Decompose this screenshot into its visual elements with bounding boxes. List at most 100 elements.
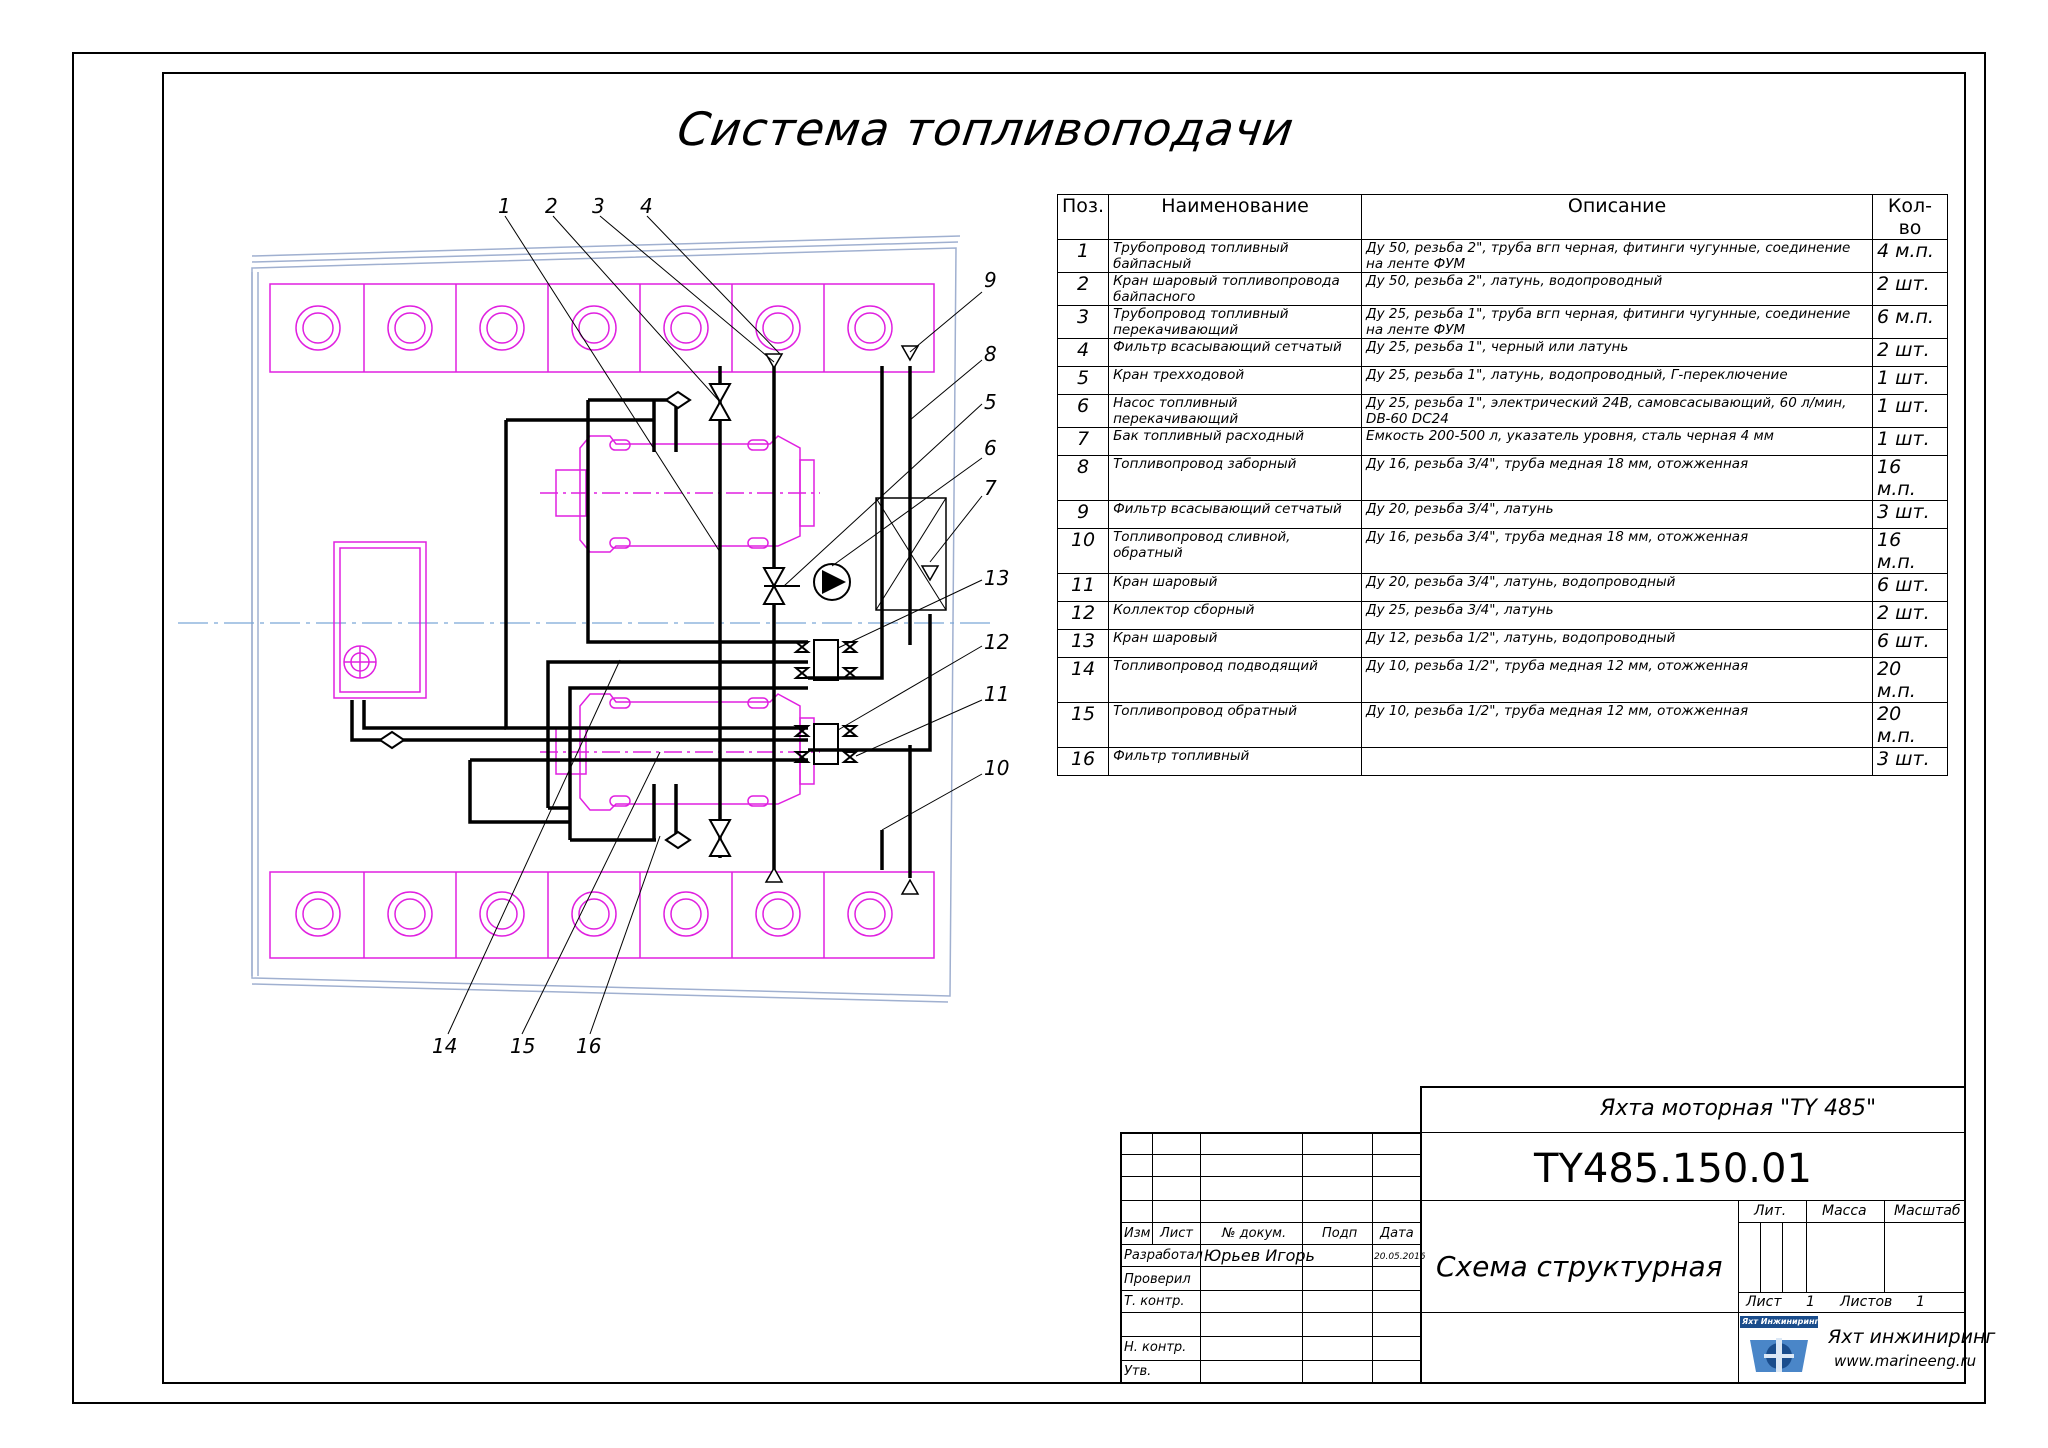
col-izm: Изм <box>1124 1226 1151 1241</box>
cell-desc: Ду 20, резьба 3/4", латунь, водопроводны… <box>1361 573 1873 602</box>
cell-name: Насос топливный перекачивающий <box>1108 394 1363 428</box>
cell-qty: 2 шт. <box>1871 338 1949 367</box>
role-checked: Проверил <box>1124 1272 1191 1287</box>
cell-name: Кран шаровый топливопровода байпасного <box>1108 272 1363 306</box>
cell-pos: 2 <box>1056 272 1110 306</box>
callout-6: 6 <box>984 436 997 460</box>
callout-9: 9 <box>984 268 997 292</box>
cell-name: Бак топливный расходный <box>1108 427 1363 456</box>
cell-qty: 2 шт. <box>1871 272 1949 306</box>
header-pos: Поз. <box>1056 194 1110 240</box>
cell-qty: 4 м.п. <box>1871 239 1949 273</box>
sheets-value: 1 <box>1916 1294 1925 1310</box>
cell-qty: 20 м.п. <box>1871 657 1949 703</box>
cell-qty: 16 м.п. <box>1871 455 1949 501</box>
cell-name: Кран шаровый <box>1108 629 1363 658</box>
developer-name: Юрьев Игорь <box>1204 1246 1315 1265</box>
collector-bottom <box>793 723 859 765</box>
document-code: TY485.150.01 <box>1534 1146 1812 1192</box>
callout-7: 7 <box>984 476 997 500</box>
cell-qty: 1 шт. <box>1871 394 1949 428</box>
role-ncontrol: Н. контр. <box>1124 1340 1187 1355</box>
cell-name: Кран шаровый <box>1108 573 1363 602</box>
mass-label: Масса <box>1822 1203 1867 1219</box>
logo-caption: Яхт Инжиниринг <box>1742 1317 1819 1326</box>
top-battery-row <box>269 283 935 373</box>
hull-outline <box>251 235 961 1003</box>
callout-2: 2 <box>545 194 558 218</box>
role-developer: Разработал <box>1124 1248 1203 1263</box>
cell-pos: 7 <box>1056 427 1110 456</box>
cell-qty: 16 м.п. <box>1871 528 1949 574</box>
cell-desc: Ду 12, резьба 1/2", латунь, водопроводны… <box>1361 629 1873 658</box>
cell-desc <box>1361 747 1873 776</box>
callout-10: 10 <box>984 756 1010 780</box>
cell-desc: Ду 25, резьба 1", латунь, водопроводный,… <box>1361 366 1873 395</box>
callout-8: 8 <box>984 342 997 366</box>
collector-top <box>793 639 859 681</box>
company-name: Яхт инжиниринг <box>1828 1326 1996 1348</box>
fuel-filters <box>378 390 692 850</box>
document-name: Схема структурная <box>1436 1250 1723 1283</box>
cell-name: Топливопровод заборный <box>1108 455 1363 501</box>
role-tcontrol: Т. контр. <box>1124 1294 1185 1309</box>
cell-desc: Ду 25, резьба 1", электрический 24В, сам… <box>1361 394 1873 428</box>
sheet-label: Лист <box>1746 1294 1782 1310</box>
callout-3: 3 <box>592 194 605 218</box>
cell-name: Трубопровод топливный перекачивающий <box>1108 305 1363 339</box>
scale-label: Масштаб <box>1894 1203 1961 1219</box>
cell-desc: Ду 25, резьба 1", черный или латунь <box>1361 338 1873 367</box>
cell-desc: Ду 50, резьба 2", труба вгп черная, фити… <box>1361 239 1873 273</box>
cell-desc: Ду 10, резьба 1/2", труба медная 12 мм, … <box>1361 702 1873 748</box>
cell-pos: 3 <box>1056 305 1110 339</box>
cell-pos: 16 <box>1056 747 1110 776</box>
day-tank <box>333 541 427 699</box>
cell-pos: 15 <box>1056 702 1110 748</box>
callout-12: 12 <box>984 630 1010 654</box>
project-name: Яхта моторная "TY 485" <box>1600 1096 1877 1121</box>
cell-qty: 20 м.п. <box>1871 702 1949 748</box>
cell-desc: Ду 16, резьба 3/4", труба медная 18 мм, … <box>1361 455 1873 501</box>
cell-qty: 6 м.п. <box>1871 305 1949 339</box>
callout-16: 16 <box>576 1034 602 1058</box>
header-desc: Описание <box>1361 194 1873 240</box>
cell-name: Коллектор сборный <box>1108 601 1363 630</box>
callout-5: 5 <box>984 390 997 414</box>
cell-pos: 13 <box>1056 629 1110 658</box>
cell-pos: 5 <box>1056 366 1110 395</box>
transfer-pump <box>813 563 851 601</box>
col-list: Лист <box>1160 1226 1193 1241</box>
cell-qty: 1 шт. <box>1871 427 1949 456</box>
cell-desc: Ду 50, резьба 2", латунь, водопроводный <box>1361 272 1873 306</box>
bypass-valve-bottom <box>708 819 732 857</box>
engine-bottom <box>540 693 820 811</box>
callout-11: 11 <box>984 682 1010 706</box>
bottom-battery-row <box>269 871 935 959</box>
cell-name: Трубопровод топливный байпасный <box>1108 239 1363 273</box>
col-docnum: № докум. <box>1222 1226 1287 1241</box>
callout-4: 4 <box>640 194 653 218</box>
col-podp: Подп <box>1322 1226 1358 1241</box>
cell-name: Фильтр всасывающий сетчатый <box>1108 338 1363 367</box>
service-tank <box>875 497 947 611</box>
callout-15: 15 <box>510 1034 536 1058</box>
cell-name: Топливопровод сливной, обратный <box>1108 528 1363 574</box>
title-block-left <box>1120 1132 1422 1384</box>
header-name: Наименование <box>1108 194 1363 240</box>
cell-pos: 6 <box>1056 394 1110 428</box>
role-approved: Утв. <box>1124 1364 1152 1379</box>
cell-desc: Ду 20, резьба 3/4", латунь <box>1361 500 1873 529</box>
